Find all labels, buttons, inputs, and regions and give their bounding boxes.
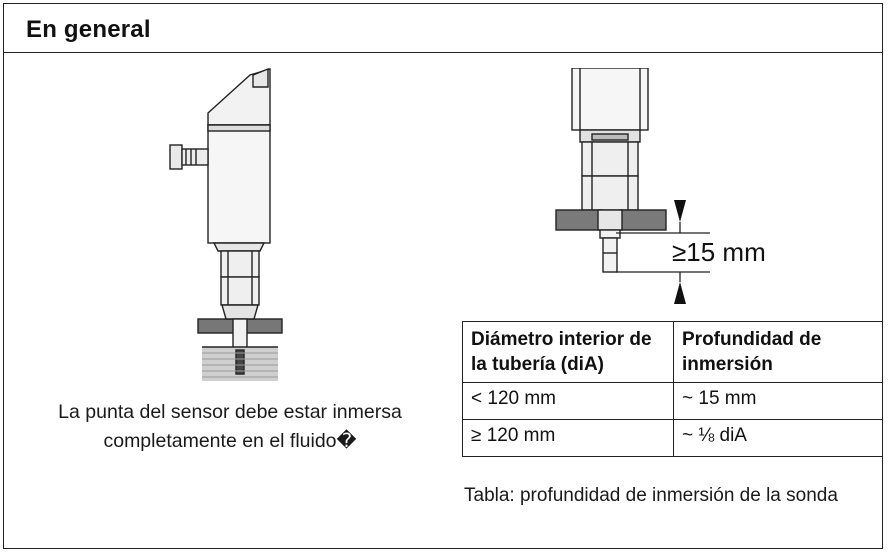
title-divider bbox=[4, 52, 882, 53]
header-immersion-depth: Profundidad de inmersión bbox=[673, 321, 883, 383]
min-immersion-label: ≥15 mm bbox=[672, 237, 766, 267]
table-caption: Tabla: profundidad de inmersión de la so… bbox=[464, 485, 838, 506]
table-header-row: Diámetro interior de la tubería (diA) Pr… bbox=[462, 321, 883, 383]
immersion-depth-table: Diámetro interior de la tubería (diA) Pr… bbox=[462, 321, 883, 457]
section-title: En general bbox=[26, 16, 151, 43]
header-pipe-diameter: Diámetro interior de la tubería (diA) bbox=[462, 321, 674, 383]
immersion-depth-illustration bbox=[555, 68, 710, 304]
sensor-immersed-illustration bbox=[169, 67, 283, 381]
cell-diameter: < 120 mm bbox=[462, 382, 674, 420]
document-frame: En general bbox=[3, 3, 883, 549]
cell-depth: ~ ⅛ diA bbox=[673, 419, 883, 457]
cell-depth: ~ 15 mm bbox=[673, 382, 883, 420]
table-row: < 120 mm ~ 15 mm bbox=[462, 382, 883, 420]
immersion-instruction-caption: La punta del sensor debe estar inmersa c… bbox=[58, 401, 402, 452]
table-row: ≥ 120 mm ~ ⅛ diA bbox=[462, 419, 883, 457]
cell-diameter: ≥ 120 mm bbox=[462, 419, 674, 457]
